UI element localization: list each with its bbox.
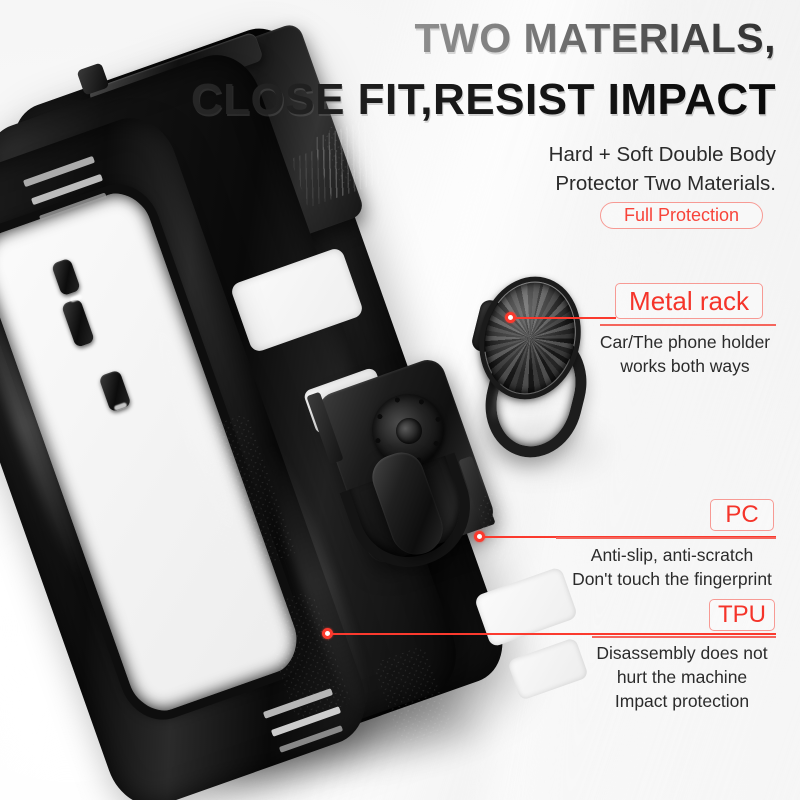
honeycomb-texture-c [372, 645, 454, 747]
corner-stripe-1 [22, 155, 96, 188]
clip-arm-tip [76, 62, 110, 96]
headline-line-1: TWO MATERIALS, [414, 15, 776, 61]
callout-desc-pc: Anti-slip, anti-scratch Don't touch the … [556, 544, 788, 592]
corner-stripe-2 [30, 173, 104, 206]
callout-rule-metal-rack [600, 324, 776, 326]
power-button-cover [98, 369, 132, 413]
case-mid-frame [0, 43, 469, 777]
callout-tag-pc: PC [710, 499, 774, 531]
emboss-discover-innovation: DISCOVER INNOVATION [150, 147, 242, 209]
emboss-line-2: INNOVATION [173, 171, 222, 194]
corner-stripe-3 [39, 192, 107, 222]
screen-opening-lip [0, 172, 318, 732]
leader-dot-pc [474, 531, 485, 542]
corner-stripe-4 [262, 688, 334, 719]
honeycomb-texture-a [182, 412, 300, 578]
ring-holder-disc-rim [466, 265, 594, 411]
callout-desc-tpu: Disassembly does not hurt the machine Im… [576, 642, 788, 713]
callout-rule-tpu [592, 636, 776, 638]
camera-cutout-upper [229, 246, 365, 354]
leader-dot-tpu [322, 628, 333, 639]
badge-full-protection: Full Protection [600, 202, 763, 229]
ring-holder-hinge [470, 298, 504, 354]
leader-line-pc [480, 536, 776, 538]
leader-line-metal-rack [511, 317, 616, 319]
ring-holder-loop [473, 320, 599, 468]
camera-slider-cover [92, 21, 366, 287]
background-sheen-glow [0, 420, 380, 800]
headline-line-2: CLOSE FIT,RESIST IMPACT [190, 75, 776, 124]
ring-holder-metal-disc [473, 273, 587, 403]
callout-tag-metal-rack: Metal rack [615, 283, 763, 319]
honeycomb-texture-d [475, 488, 531, 566]
corner-stripe-5 [270, 706, 342, 737]
ring-holder-disc-sheen [473, 273, 587, 403]
subtitle-block: Hard + Soft Double Body Protector Two Ma… [549, 140, 776, 198]
case-gloss-highlight-2 [143, 304, 249, 556]
subtitle-line-1: Hard + Soft Double Body [548, 143, 776, 166]
button-highlight-1 [69, 294, 83, 303]
case-gloss-highlight-3 [250, 432, 384, 728]
subtitle-line-2: Protector Two Materials. [555, 172, 776, 196]
leader-dot-metal-rack [505, 312, 516, 323]
callout-desc-pc-line-1: Anti-slip, anti-scratch [590, 545, 754, 565]
mount-chevron-right [458, 455, 496, 529]
volume-up-button-cover [50, 257, 82, 297]
emboss-line-1: DISCOVER [174, 163, 215, 184]
magnetic-plate-bolts [359, 381, 457, 479]
magnetic-plate-hub [392, 414, 426, 448]
leader-line-tpu [328, 633, 776, 635]
kickstand-leg [366, 446, 450, 562]
mount-chevron-left [306, 391, 344, 465]
button-highlight-2 [113, 401, 128, 412]
case-gloss-highlight-1 [0, 265, 95, 585]
slider-grip-ridges-secondary [290, 144, 350, 208]
kickstand-mount-plate [314, 355, 498, 567]
volume-down-button-cover [60, 297, 96, 349]
camera-cutout-lower [302, 366, 390, 436]
callout-desc-tpu-line-2: hurt the machine [616, 666, 748, 687]
callout-desc-tpu-line-3: Impact protection [614, 690, 750, 711]
case-front-bumper [0, 106, 379, 800]
callout-desc-pc-line-2: Don't touch the fingerprint [572, 568, 772, 589]
kickstand-arc [339, 452, 487, 584]
callout-desc-metal-rack: Car/The phone holder works both ways [585, 331, 785, 379]
callout-desc-metal-rack-line-2: works both ways [620, 355, 750, 376]
screen-opening [0, 183, 308, 721]
callout-tag-tpu: TPU [709, 599, 775, 631]
slider-grip-ridges [310, 120, 386, 200]
corner-stripe-6 [278, 725, 344, 753]
callout-desc-tpu-line-1: Disassembly does not [596, 643, 768, 663]
callout-desc-metal-rack-line-1: Car/The phone holder [599, 332, 771, 352]
ring-holder-loop-highlight [488, 343, 518, 425]
magnetic-plate-disc [362, 384, 454, 476]
honeycomb-texture-b [257, 589, 353, 723]
case-back-shell [1, 17, 515, 769]
honeycomb-texture-e [321, 113, 391, 187]
callout-rule-pc [556, 537, 776, 539]
ring-drop-shadow [480, 430, 600, 466]
case-drop-shadow [120, 690, 480, 760]
